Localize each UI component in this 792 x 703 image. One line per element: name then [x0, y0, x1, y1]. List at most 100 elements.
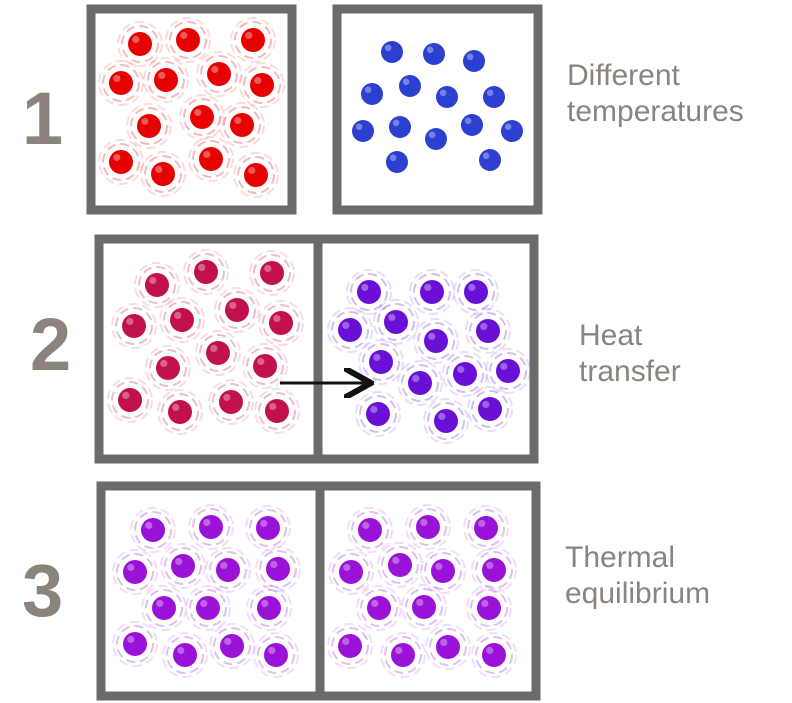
molecule	[188, 136, 234, 182]
stage-2-right-molecules	[327, 269, 531, 444]
molecule	[346, 269, 392, 315]
stage-1-left-molecules	[98, 17, 285, 198]
molecule	[425, 624, 471, 670]
stage-2-caption: Heat transfer	[579, 318, 681, 390]
molecule	[145, 345, 191, 391]
molecule	[380, 632, 426, 678]
molecule	[208, 379, 254, 425]
stage-1-caption-line2: temperatures	[567, 95, 744, 128]
molecule	[179, 94, 225, 140]
molecule	[328, 549, 374, 595]
stage-3-right-molecules	[327, 504, 517, 678]
molecule	[377, 542, 423, 588]
stage-2-caption-line2: transfer	[579, 355, 681, 388]
molecule	[126, 103, 172, 149]
molecule	[485, 348, 531, 394]
molecule	[98, 139, 144, 185]
molecule	[255, 546, 301, 592]
molecule	[246, 585, 292, 631]
molecule	[463, 505, 509, 551]
molecule	[134, 262, 180, 308]
molecule	[327, 623, 373, 669]
molecule	[327, 307, 373, 353]
molecule	[420, 548, 466, 594]
molecule	[436, 86, 458, 108]
molecule	[471, 632, 517, 678]
stage-2-caption-line1: Heat	[579, 319, 643, 352]
molecule	[423, 398, 469, 444]
stage-3-caption: Thermal equilibrium	[565, 540, 710, 612]
molecule	[405, 504, 451, 550]
molecule	[463, 50, 485, 72]
stage-3-number: 3	[22, 549, 64, 632]
molecule	[501, 120, 523, 142]
molecule	[111, 303, 157, 349]
molecule	[479, 149, 501, 171]
stage-3-left-molecules	[112, 504, 301, 678]
stage-2-left-molecules	[107, 249, 304, 435]
molecule	[373, 299, 419, 345]
stage-1-right-molecules	[352, 41, 523, 173]
molecule	[358, 339, 404, 385]
molecule	[381, 41, 403, 63]
stage-3-container	[96, 481, 541, 701]
molecule	[253, 632, 299, 678]
molecule	[254, 388, 300, 434]
stage-1-number: 1	[22, 77, 64, 160]
molecule	[425, 128, 447, 150]
molecule	[409, 269, 455, 315]
molecule	[397, 360, 443, 406]
molecule	[98, 60, 144, 106]
stage-1-containers	[86, 4, 543, 215]
molecule	[258, 300, 304, 346]
molecule	[401, 584, 447, 630]
molecule	[423, 43, 445, 65]
molecule	[386, 151, 408, 173]
molecule	[483, 86, 505, 108]
molecule	[159, 297, 205, 343]
molecule	[389, 116, 411, 138]
molecule	[162, 632, 208, 678]
molecule	[160, 543, 206, 589]
molecule	[112, 549, 158, 595]
molecule	[165, 17, 211, 63]
stage-2-container	[94, 234, 539, 464]
molecule	[355, 391, 401, 437]
molecule	[242, 343, 288, 389]
molecule	[347, 507, 393, 553]
molecule	[239, 62, 285, 108]
molecule	[188, 504, 234, 550]
molecule	[249, 250, 295, 296]
molecule	[352, 120, 374, 142]
molecule	[233, 152, 279, 198]
molecule	[140, 151, 186, 197]
molecule	[399, 75, 421, 97]
molecule	[219, 102, 265, 148]
molecule	[209, 623, 255, 669]
molecule	[442, 351, 488, 397]
molecule	[185, 585, 231, 631]
stage-1-right-box	[332, 4, 543, 215]
molecule	[465, 308, 511, 354]
molecule	[214, 287, 260, 333]
molecule	[107, 377, 153, 423]
molecule	[130, 507, 176, 553]
stage-3-caption-line2: equilibrium	[565, 577, 711, 610]
molecule	[112, 621, 158, 667]
molecule	[117, 21, 163, 67]
molecule	[471, 547, 517, 593]
molecule	[466, 585, 512, 631]
stage-1-caption: Different temperatures	[567, 58, 744, 130]
stage-2-number: 2	[30, 303, 72, 386]
molecule	[461, 114, 483, 136]
molecule	[230, 17, 276, 63]
molecule	[361, 83, 383, 105]
molecule	[195, 330, 241, 376]
molecule	[453, 269, 499, 315]
molecule	[143, 57, 189, 103]
stage-1-caption-line1: Different	[567, 59, 680, 92]
molecule	[205, 547, 251, 593]
molecule	[467, 386, 513, 432]
molecule	[141, 585, 187, 631]
